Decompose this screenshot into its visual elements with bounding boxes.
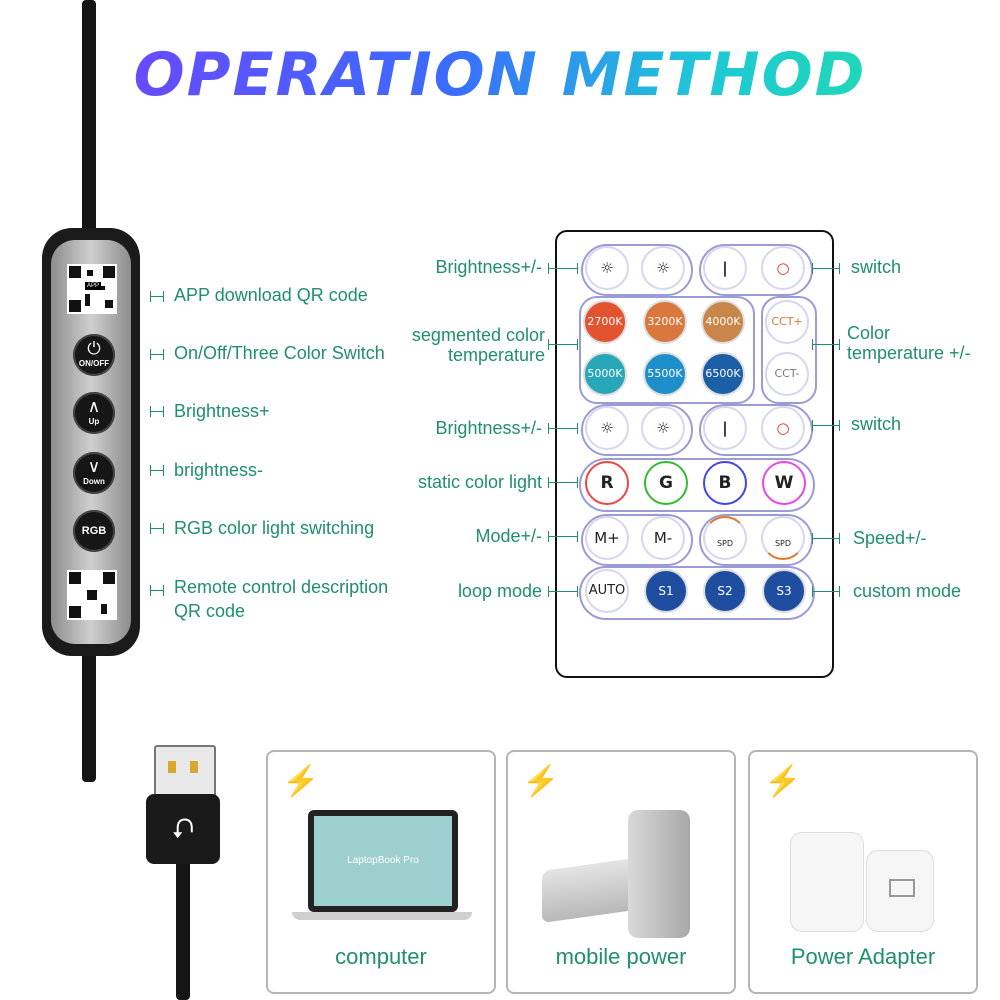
brightness-down-button[interactable]: ∨ Down [73,452,115,494]
card-computer: ⚡ LaptopBook Pro computer [266,750,496,994]
loop-custom-group [579,566,815,620]
app-badge: APP [85,282,102,290]
cct-minus-button[interactable]: CCT- [765,352,809,396]
label-speed: Speed+/- [853,528,927,548]
label-brightness-2: Brightness+/- [435,418,542,438]
white-button[interactable]: W [762,461,806,505]
label-color-temp-1: Color [847,323,891,343]
brightness-plus-button-2[interactable]: ☼ [585,406,629,450]
label-switch-1: switch [851,257,902,277]
speed-minus-button[interactable]: SPD [761,516,805,560]
chevron-down-icon: ∨ [87,457,101,476]
label-static-color: static color light [417,472,542,492]
brightness-group-1 [581,244,693,296]
temp-6500k-button[interactable]: 6500K [701,352,745,396]
caption-power-adapter: Power Adapter [790,944,936,969]
mode-minus-button[interactable]: M- [641,516,685,560]
lightning-icon: ⚡ [522,765,560,798]
page-title: OPERATION METHOD [0,40,1000,110]
brightness-minus-button[interactable]: ☼ [641,246,685,290]
label-remote-qr-2: QR code [174,601,246,621]
power-bank-image [542,856,642,924]
mode-plus-button[interactable]: M+ [585,516,629,560]
label-brightness-1: Brightness+/- [435,257,542,277]
switch-on-button[interactable]: | [703,246,747,290]
label-loop: loop mode [457,581,542,601]
caption-computer: computer [335,944,427,969]
usb-body: ⮏ [146,794,220,864]
power-icon: ⏻ [87,339,101,358]
temp-4000k-button[interactable]: 4000K [701,300,745,344]
label-brightness-up: Brightness+ [174,401,270,421]
blue-button[interactable]: B [703,461,747,505]
red-button[interactable]: R [585,461,629,505]
brightness-group-2 [581,404,693,456]
label-on-off: On/Off/Three Color Switch [174,343,385,363]
laptop-image: LaptopBook Pro [308,810,458,912]
static-color-group [579,458,815,512]
temp-3200k-button[interactable]: 3200K [643,300,687,344]
custom-s3-button[interactable]: S3 [762,569,806,613]
temp-2700k-button[interactable]: 2700K [583,300,627,344]
green-button[interactable]: G [644,461,688,505]
cable-top [82,0,96,232]
switch-on-button-2[interactable]: | [703,406,747,450]
on-off-button[interactable]: ⏻ ON/OFF [73,334,115,376]
switch-off-button[interactable]: ○ [761,246,805,290]
temp-5500k-button[interactable]: 5500K [643,352,687,396]
auto-button[interactable]: AUTO [585,569,629,613]
label-mode: Mode+/- [475,526,542,546]
adapter-image-2 [866,850,934,932]
usb-plug [154,745,216,799]
label-remote-qr-1: Remote control description [174,577,389,597]
brightness-plus-button[interactable]: ☼ [585,246,629,290]
brightness-up-button[interactable]: ∧ Up [73,392,115,434]
card-power-adapter: ⚡ Power Adapter [748,750,978,994]
adapter-image [790,832,864,932]
remote-control: ☼ ☼ | ○ 2700K 3200K 4000K 5000K 5500K 65… [555,230,834,678]
label-rgb: RGB color light switching [174,518,375,538]
segmented-temp-group [579,296,755,404]
label-custom: custom mode [853,581,962,601]
lightning-icon: ⚡ [282,765,320,798]
caption-mobile-power: mobile power [555,944,687,969]
label-segmented-2: temperature [447,345,545,365]
speed-down-label: SPD [774,539,792,548]
rgb-button[interactable]: RGB [73,510,115,552]
card-mobile-power: ⚡ mobile power [506,750,736,994]
custom-s1-button[interactable]: S1 [644,569,688,613]
cable-bottom [82,652,96,782]
controller-panel: APP ⏻ ON/OFF ∧ Up ∨ Down RGB [51,240,131,644]
label-switch-2: switch [851,414,902,434]
speed-plus-button[interactable]: SPD [703,516,747,560]
app-qr-code: APP [67,264,117,314]
lightning-icon: ⚡ [764,765,802,798]
cct-group [761,296,817,404]
switch-off-button-2[interactable]: ○ [761,406,805,450]
power-bank-image-2 [628,810,690,938]
label-color-temp-2: temperature +/- [847,343,971,363]
custom-s2-button[interactable]: S2 [703,569,747,613]
mode-group [581,514,693,566]
inline-controller: APP ⏻ ON/OFF ∧ Up ∨ Down RGB [42,228,140,656]
usb-icon: ⮏ [171,813,195,844]
label-segmented-1: segmented color [411,325,545,345]
temp-5000k-button[interactable]: 5000K [583,352,627,396]
chevron-up-icon: ∧ [87,397,101,416]
brightness-minus-button-2[interactable]: ☼ [641,406,685,450]
label-brightness-down: brightness- [174,460,264,480]
cct-plus-button[interactable]: CCT+ [765,300,809,344]
laptop-screen-text: LaptopBook Pro [314,816,452,906]
laptop-base [292,912,472,920]
label-app-qr: APP download QR code [174,285,368,305]
usb-cable [176,860,190,1000]
remote-qr-code [67,570,117,620]
speed-up-label: SPD [716,539,734,548]
